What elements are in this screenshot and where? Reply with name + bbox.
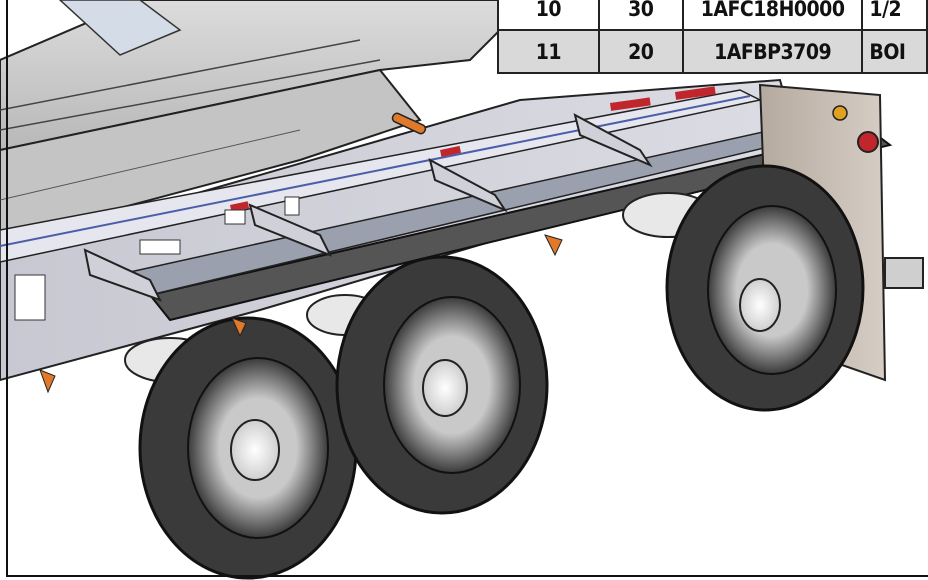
- part-number-cell: 1AFC18H0000: [681, 0, 864, 31]
- table-row: 11 20 1AFBP3709 BOI: [497, 29, 928, 74]
- dump-body: [0, 0, 501, 242]
- part-number-cell: 1AFBP3709: [681, 29, 864, 74]
- warning-decals: [14, 196, 300, 321]
- item-number-cell: 11: [497, 29, 600, 74]
- table-row: 10 30 1AFC18H0000 1/2: [497, 0, 928, 31]
- tire-front: [138, 316, 358, 580]
- description-cell: 1/2: [861, 0, 928, 31]
- hydraulic-handle: [391, 112, 427, 135]
- item-number-cell: 10: [497, 0, 600, 31]
- parts-list-table: 10 30 1AFC18H0000 1/2 11 20 1AFBP3709 BO…: [497, 0, 928, 74]
- orange-markers: [39, 234, 563, 394]
- cross-brackets: [83, 113, 653, 302]
- tire-rear: [665, 164, 865, 412]
- quantity-cell: 20: [597, 29, 684, 74]
- reflector-strips: [230, 86, 716, 212]
- quantity-cell: 30: [597, 0, 684, 31]
- tire-middle: [335, 255, 549, 515]
- description-cell: BOI: [861, 29, 928, 74]
